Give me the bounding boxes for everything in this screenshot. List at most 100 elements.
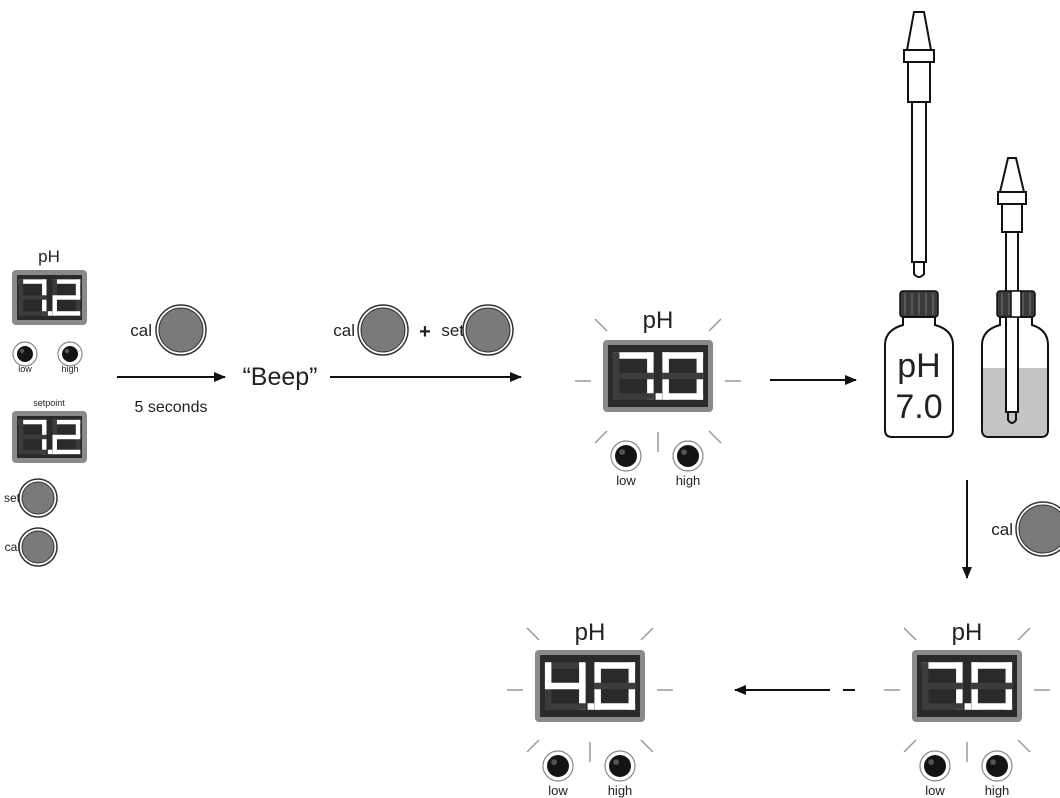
- display-c-high-label: high: [608, 783, 633, 798]
- step2-plus-sign: +: [419, 321, 431, 343]
- segment-d: [921, 703, 963, 710]
- segment-c: [42, 437, 47, 455]
- led-lamp: [17, 346, 33, 362]
- segment-b: [647, 352, 654, 376]
- step3-cal-button[interactable]: [1015, 501, 1060, 557]
- segment-e: [662, 376, 669, 400]
- segment-e: [921, 686, 929, 710]
- display-b-low-label: low: [925, 783, 945, 798]
- led-glint: [64, 348, 70, 354]
- segment-d: [594, 703, 636, 710]
- segment-g: [52, 434, 81, 440]
- display-a-high-label: high: [676, 473, 701, 488]
- display-b: pH low high: [884, 619, 1050, 798]
- panel-high-label: high: [61, 364, 78, 374]
- segment-d: [52, 449, 81, 455]
- step2-set-button[interactable]: [462, 304, 514, 356]
- decimal-point: [587, 703, 595, 710]
- solution-ph-label: pH: [897, 347, 940, 385]
- segment-b: [956, 662, 963, 686]
- segment-g: [662, 372, 704, 380]
- segment-g: [544, 682, 586, 690]
- controller-panel: pH low high setpoint set cal: [4, 247, 87, 567]
- segment-b: [628, 662, 636, 686]
- led-lamp: [62, 346, 78, 362]
- segment-b: [1005, 662, 1013, 686]
- blink-ray: [640, 627, 654, 641]
- display-a-high-led: [672, 440, 704, 472]
- ph-probe-upright: [903, 11, 935, 278]
- display-a-low-label: low: [616, 473, 636, 488]
- segment-a: [52, 419, 81, 425]
- led-glint: [928, 759, 934, 765]
- blink-ray: [903, 739, 917, 753]
- segment-a: [18, 279, 47, 284]
- button-cap: [21, 481, 55, 515]
- segment-f: [921, 662, 929, 686]
- display-b-blink-rays: [884, 627, 1050, 753]
- blink-ray: [594, 318, 608, 332]
- segment-c: [696, 376, 704, 400]
- segment-f: [544, 662, 552, 686]
- display-b-high-led: [981, 750, 1013, 782]
- blink-ray: [1017, 739, 1031, 753]
- led-lamp: [986, 755, 1008, 777]
- segment-e: [544, 686, 552, 710]
- blink-ray: [1017, 627, 1031, 641]
- display-c-blink-rays: [507, 627, 673, 753]
- buffer-bottle-with-probe: [981, 157, 1049, 438]
- blink-ray: [903, 627, 917, 641]
- display-a-ph-label: pH: [643, 307, 674, 334]
- segment-c: [956, 686, 963, 710]
- segment-c: [42, 297, 47, 316]
- panel-set-button[interactable]: [18, 478, 58, 518]
- segment-d: [971, 703, 1013, 710]
- segment-g: [52, 295, 81, 300]
- segment-a: [971, 662, 1013, 669]
- segment-c: [628, 686, 636, 710]
- decimal-point: [655, 393, 663, 400]
- segment-b: [75, 419, 81, 437]
- segment-g: [612, 372, 654, 380]
- led-lamp: [609, 755, 631, 777]
- segment-d: [18, 449, 47, 455]
- display-c: pH low high: [507, 619, 673, 798]
- led-lamp: [677, 445, 699, 467]
- blink-ray: [708, 318, 722, 332]
- button-cap: [360, 307, 406, 353]
- step1-cal-button[interactable]: [155, 304, 207, 356]
- step1-cal-label: cal: [130, 321, 152, 340]
- panel-high-led: [57, 341, 83, 367]
- panel-cal-button[interactable]: [18, 527, 58, 567]
- segment-b: [42, 419, 47, 437]
- display-c-ph-label: pH: [575, 619, 606, 646]
- segment-b: [75, 279, 81, 298]
- display-c-low-label: low: [548, 783, 568, 798]
- display-b-screen: [912, 650, 1022, 722]
- blink-ray: [640, 739, 654, 753]
- segment-e: [612, 376, 620, 400]
- button-cap: [158, 307, 204, 353]
- segment-d: [612, 393, 654, 400]
- blink-ray: [526, 739, 540, 753]
- segment-g: [921, 682, 963, 690]
- panel-setpoint-label: setpoint: [33, 398, 65, 408]
- segment-f: [18, 279, 24, 298]
- display-b-low-led: [919, 750, 951, 782]
- segment-e: [18, 437, 24, 455]
- led-glint: [990, 759, 996, 765]
- display-b-ph-label: pH: [952, 619, 983, 646]
- segment-e: [971, 686, 978, 710]
- panel-setpoint-display: [12, 411, 87, 463]
- led-lamp: [924, 755, 946, 777]
- display-a-blink-rays: [575, 318, 741, 444]
- segment-c: [1005, 686, 1013, 710]
- led-glint: [681, 449, 687, 455]
- blink-ray: [708, 430, 722, 444]
- led-glint: [551, 759, 557, 765]
- step2-cal-button[interactable]: [357, 304, 409, 356]
- segment-g: [971, 682, 1013, 690]
- step3-cal-label: cal: [991, 520, 1013, 539]
- step2-cal-label: cal: [333, 321, 355, 340]
